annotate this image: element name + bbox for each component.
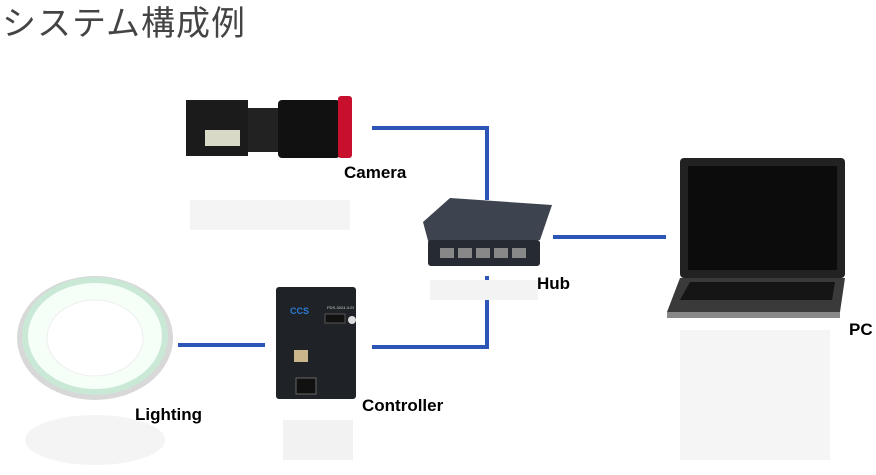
lighting-label: Lighting [135, 405, 203, 424]
pc-label: PC [849, 320, 873, 339]
controller-label: Controller [362, 396, 444, 415]
camera-hub-line [372, 126, 489, 200]
camera-image [186, 96, 352, 230]
laptop-image [667, 158, 845, 460]
connection-lines [178, 126, 666, 349]
ring-light-image [17, 276, 173, 465]
controller-model: PDS-3024-3-EI [327, 305, 354, 310]
camera-label: Camera [344, 163, 407, 182]
controller-brand: CCS [290, 306, 309, 316]
hub-image [423, 198, 552, 300]
hub-label: Hub [537, 274, 571, 293]
page-title: システム構成例 [2, 4, 246, 44]
controller-image: CCS PDS-3024-3-EI [276, 287, 356, 460]
